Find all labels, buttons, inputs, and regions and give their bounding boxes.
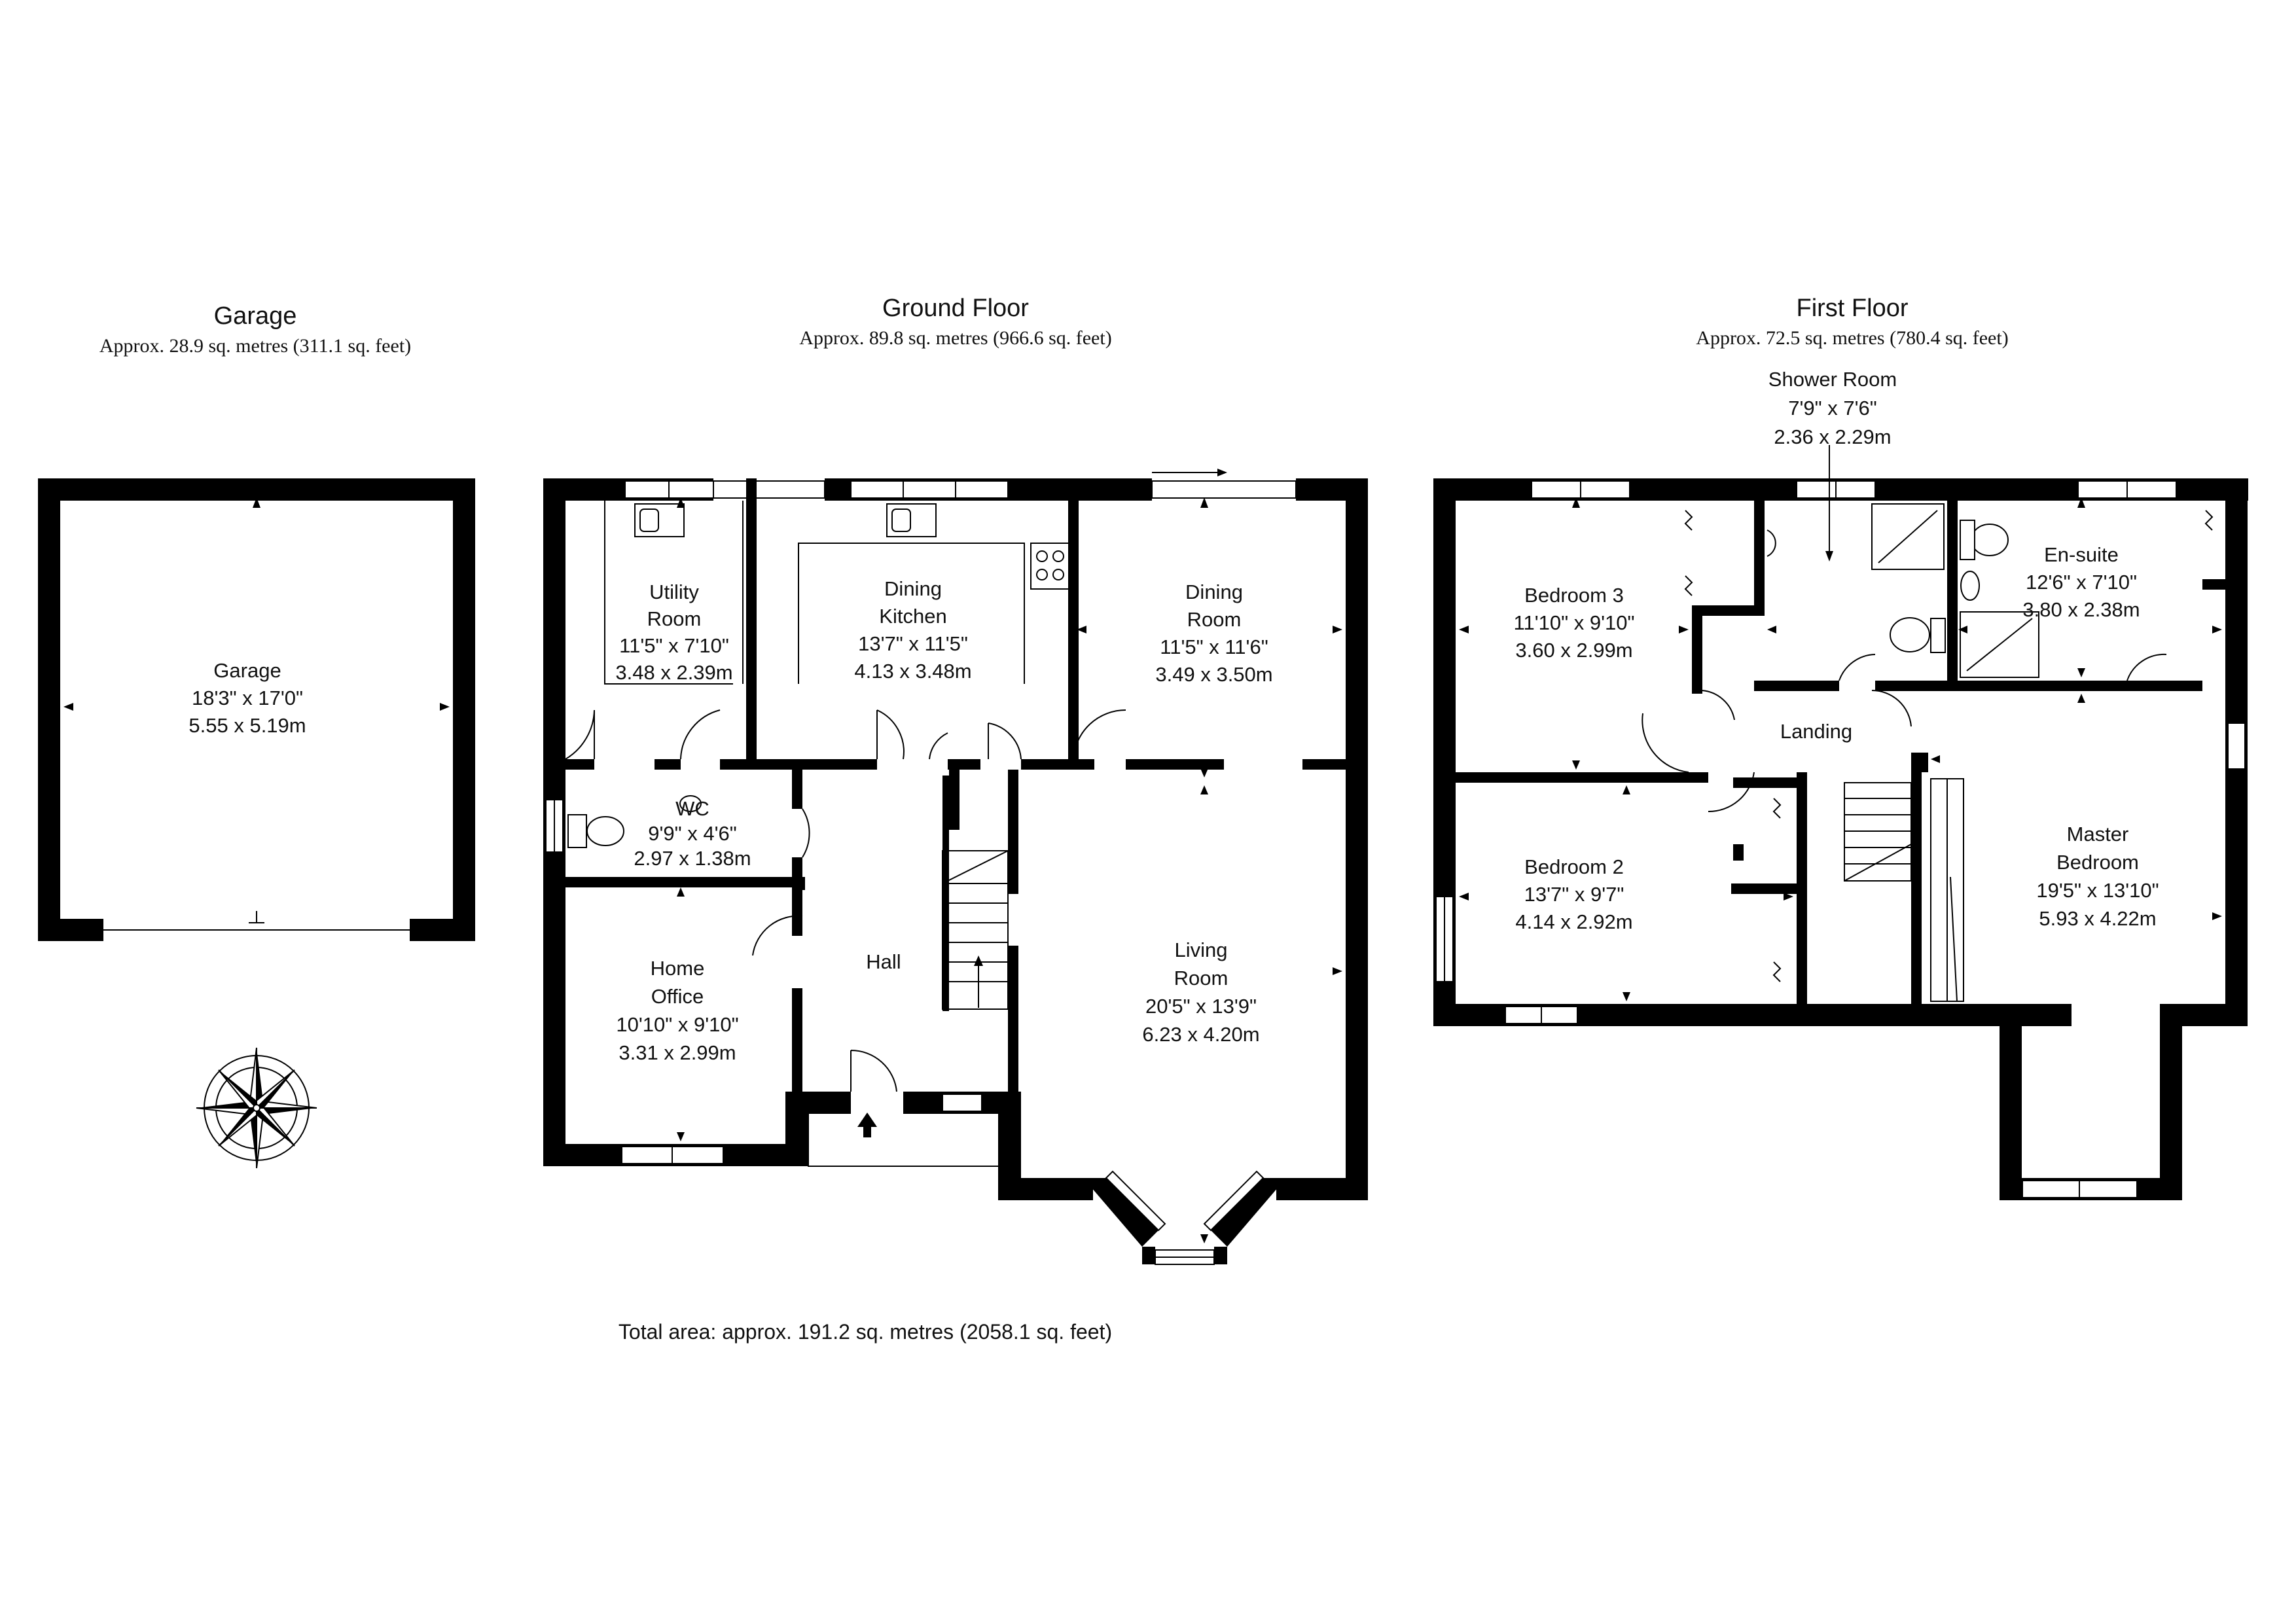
garage-area: Approx. 28.9 sq. metres (311.1 sq. feet): [99, 335, 411, 357]
dining-kitchen-label-line: 4.13 x 3.48m: [854, 660, 971, 683]
bedroom-2-label: Bedroom 2 13'7" x 9'7" 4.14 x 2.92m: [1515, 855, 1632, 933]
garage-title: Garage: [214, 302, 297, 330]
first-floor-title: First Floor: [1797, 294, 1909, 322]
total-area: Total area: approx. 191.2 sq. metres (20…: [619, 1320, 1112, 1344]
utility-room-label-line: Utility: [649, 580, 699, 603]
dining-kitchen-label-line: 13'7" x 11'5": [858, 632, 968, 655]
ground-floor-area: Approx. 89.8 sq. metres (966.6 sq. feet): [799, 327, 1111, 349]
en-suite-label: En-suite 12'6" x 7'10" 3.80 x 2.38m: [2022, 543, 2140, 621]
dining-kitchen-label-line: Dining: [884, 577, 942, 600]
bedroom-3-label-line: 11'10" x 9'10": [1514, 611, 1635, 634]
garage-plan: [38, 478, 475, 941]
dining-room-label-line: 3.49 x 3.50m: [1155, 663, 1272, 686]
wc-label: WC9'9" x 4'6"2.97 x 1.38m: [634, 797, 751, 870]
utility-room-label-line: 11'5" x 7'10": [619, 634, 729, 657]
ground-floor-title: Ground Floor: [882, 294, 1029, 322]
shower-room-label-line: Shower Room: [1768, 368, 1897, 391]
living-room-label-line: 20'5" x 13'9": [1145, 995, 1257, 1018]
dining-room-label-line: Dining: [1185, 580, 1243, 603]
living-room-label-line: Room: [1174, 967, 1229, 990]
home-office-label-line: Office: [651, 985, 704, 1008]
bedroom-2-label-line: 4.14 x 2.92m: [1515, 910, 1632, 933]
master-bedroom-label-line: 5.93 x 4.22m: [2039, 907, 2156, 930]
room-labels: Garage 18'3" x 17'0" 5.55 x 5.19m UtilityRo…: [188, 368, 2159, 1064]
garage-label-line: 18'3" x 17'0": [192, 687, 303, 709]
utility-room-label-line: 3.48 x 2.39m: [615, 661, 732, 684]
compass-rose-icon: [196, 1047, 317, 1169]
first-floor-area: Approx. 72.5 sq. metres (780.4 sq. feet): [1696, 327, 2008, 349]
home-office-label-line: 3.31 x 2.99m: [619, 1041, 736, 1064]
home-office-label-line: 10'10" x 9'10": [616, 1013, 738, 1036]
master-bedroom-label-line: 19'5" x 13'10": [2036, 879, 2159, 902]
bedroom-2-label-line: Bedroom 2: [1524, 855, 1624, 878]
landing-label: Landing: [1780, 720, 1852, 743]
bedroom-3-label-line: 3.60 x 2.99m: [1515, 639, 1632, 662]
master-bedroom-label-line: Bedroom: [2056, 851, 2139, 874]
shower-room-label: Shower Room 7'9" x 7'6" 2.36 x 2.29m: [1768, 368, 1897, 448]
bedroom-3-label-line: Bedroom 3: [1524, 584, 1624, 607]
garage-label: Garage 18'3" x 17'0" 5.55 x 5.19m: [188, 659, 306, 737]
shower-room-label-line: 2.36 x 2.29m: [1774, 425, 1891, 448]
wc-label-line: WC: [675, 797, 709, 820]
hall-label: Hall: [866, 950, 901, 973]
landing-label-line: Landing: [1780, 720, 1852, 743]
home-office-label-line: Home: [651, 957, 705, 980]
bedroom-3-label: Bedroom 3 11'10" x 9'10" 3.60 x 2.99m: [1514, 584, 1635, 662]
ground-floor-plan: [543, 469, 1368, 1265]
hall-label-line: Hall: [866, 950, 901, 973]
dining-room-label-line: Room: [1187, 608, 1242, 631]
en-suite-label-line: En-suite: [2044, 543, 2119, 566]
living-room-label-line: 6.23 x 4.20m: [1142, 1023, 1259, 1046]
wc-label-line: 9'9" x 4'6": [648, 822, 737, 845]
living-room-label-line: Living: [1175, 938, 1228, 961]
garage-label-line: 5.55 x 5.19m: [188, 714, 306, 737]
master-bedroom-label-line: Master: [2067, 823, 2129, 846]
dining-room-label-line: 11'5" x 11'6": [1160, 635, 1268, 658]
wc-label-line: 2.97 x 1.38m: [634, 847, 751, 870]
utility-room-label-line: Room: [647, 607, 702, 630]
garage-label-line: Garage: [213, 659, 281, 682]
shower-room-label-line: 7'9" x 7'6": [1788, 397, 1877, 419]
dining-kitchen-label-line: Kitchen: [879, 605, 946, 628]
bedroom-2-label-line: 13'7" x 9'7": [1524, 883, 1624, 906]
first-floor-plan: [1433, 445, 2248, 1200]
en-suite-label-line: 12'6" x 7'10": [2026, 571, 2137, 594]
en-suite-label-line: 3.80 x 2.38m: [2022, 598, 2140, 621]
